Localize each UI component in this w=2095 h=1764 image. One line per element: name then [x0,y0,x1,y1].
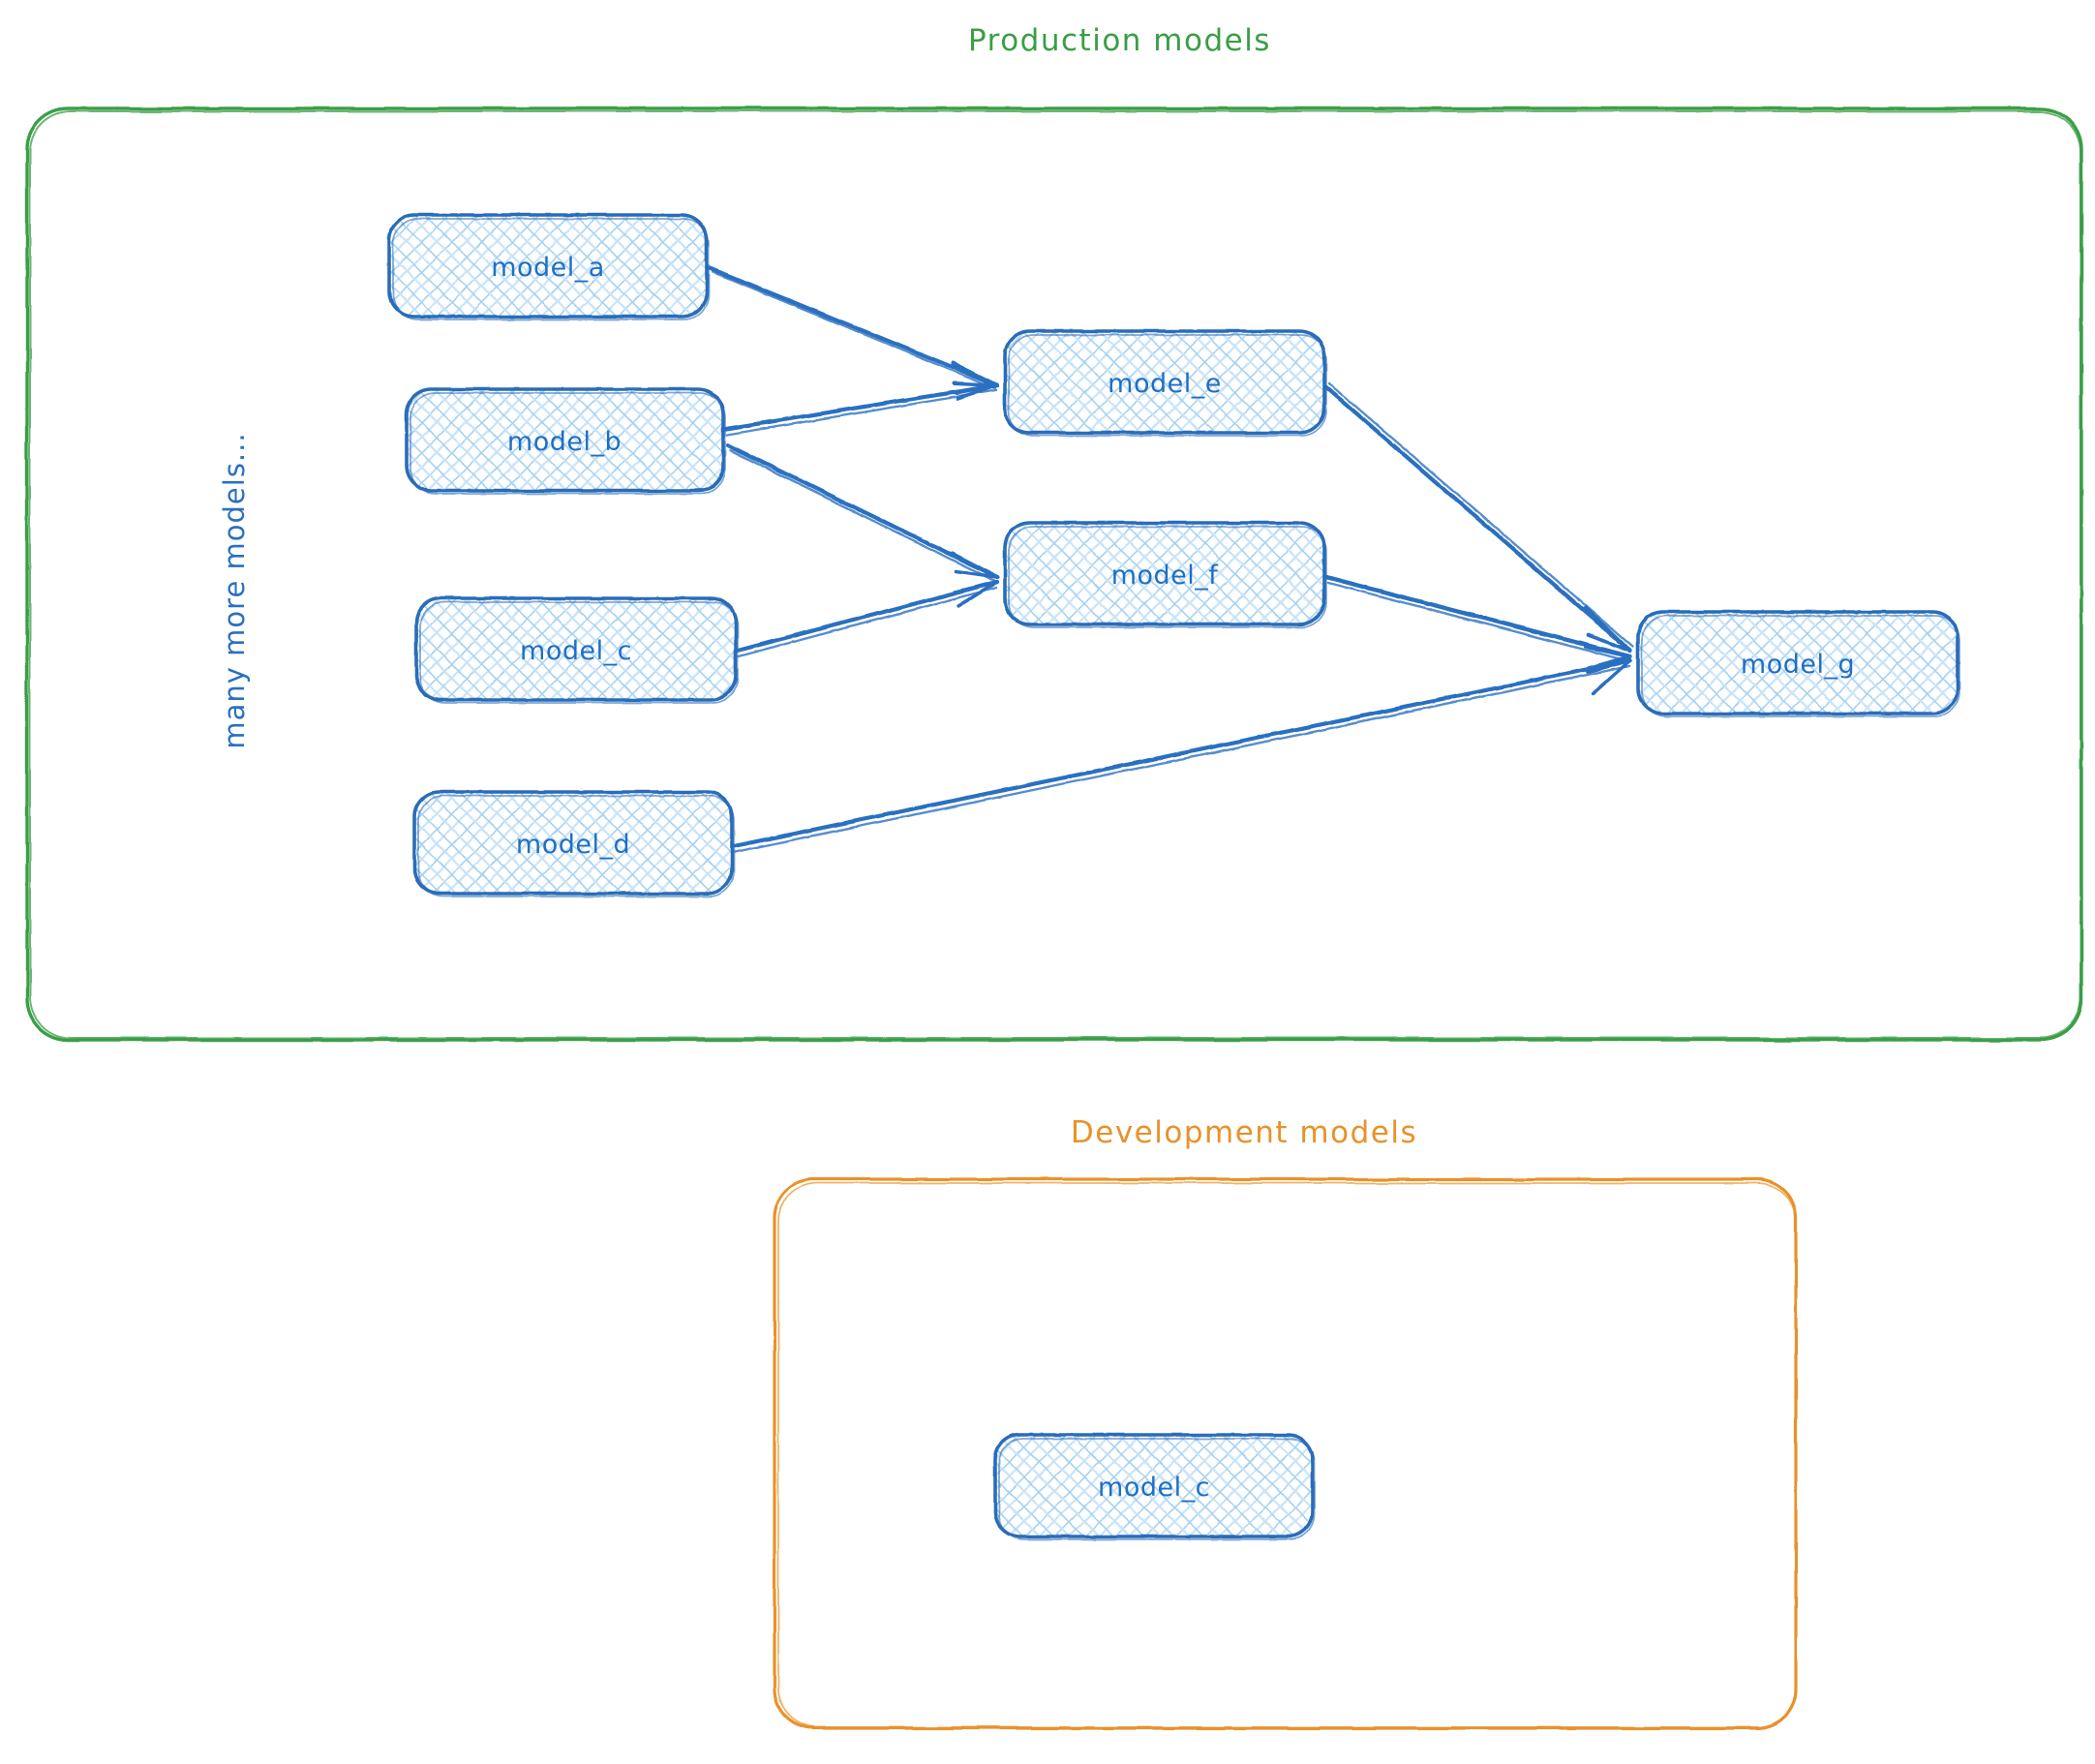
edge-model_b-model_e [723,381,1000,437]
node-model_e-label: model_e [1108,369,1222,399]
group-development: Development models [773,1115,1798,1730]
node-model_c[interactable]: model_c [414,596,739,704]
group-production: Production models [25,23,2083,1042]
production-group-title: Production models [968,23,1271,58]
production-group-border [25,106,2083,1042]
edge-model_e-model_g [1323,381,1635,654]
edges-layer [707,265,1635,854]
node-model_g[interactable]: model_g [1636,610,1960,717]
node-model_a-label: model_a [491,253,605,283]
node-model_e[interactable]: model_e [1003,329,1327,437]
node-model_f[interactable]: model_f [1003,521,1327,628]
node-model_b-label: model_b [507,427,622,457]
many-more-models-label: many more models... [218,432,251,748]
edge-model_d-model_g [731,657,1633,854]
node-dev-model_c[interactable]: model_c [993,1433,1316,1540]
node-model_d-label: model_d [516,830,630,860]
node-dev-model_c-label: model_c [1098,1473,1210,1503]
node-model_g-label: model_g [1741,650,1855,680]
development-group-title: Development models [1071,1115,1417,1150]
development-group-border [773,1177,1798,1730]
edge-model_c-model_f [735,579,1000,658]
node-model_f-label: model_f [1111,561,1220,591]
edge-model_b-model_f [725,442,1000,583]
node-model_b[interactable]: model_b [405,387,726,495]
node-model_a[interactable]: model_a [387,213,710,320]
svg-text:many more models...: many more models... [218,432,251,748]
edge-model_f-model_g [1323,574,1633,670]
edge-model_a-model_e [707,265,1000,395]
node-model_d[interactable]: model_d [412,790,735,897]
node-model_c-label: model_c [520,636,632,666]
